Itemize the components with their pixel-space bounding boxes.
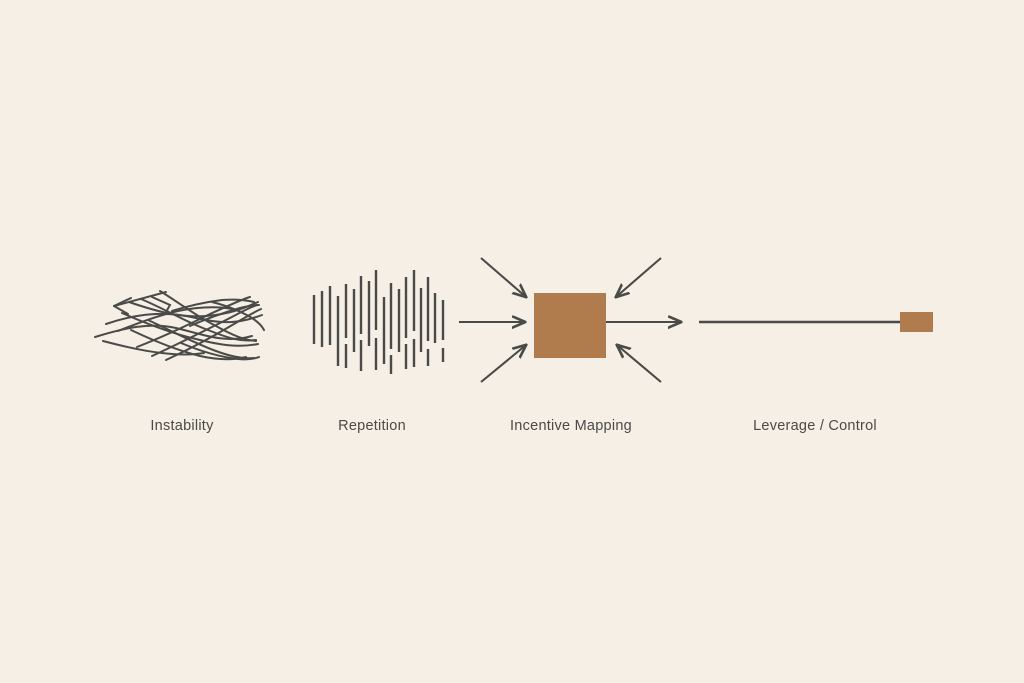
scribble-stroke [113,297,132,307]
scribble-stroke [165,308,262,361]
scribble-stroke [113,305,129,315]
scribble-stroke [180,342,260,361]
leverage-cap [900,312,933,332]
stage-instability-glyph [94,290,265,361]
scribble-stroke [102,340,205,356]
scribble-stroke [151,296,172,313]
inbound-arrow-bottom-right [617,345,662,383]
stage-leverage-control-glyph [699,312,933,332]
inbound-arrow-top-right [616,257,662,297]
scribble-stroke [211,301,265,331]
stage-incentive-mapping-glyph [459,257,681,383]
inbound-arrow-top-left [480,257,526,297]
incentive-mapping-box [534,293,606,358]
inbound-arrow-bottom-left [480,345,526,383]
stage-repetition-glyph [312,270,445,374]
scribble-stroke [171,298,255,312]
scribble-stroke [117,306,233,332]
scribble-stroke [147,319,255,360]
scribble-stroke [189,304,260,327]
